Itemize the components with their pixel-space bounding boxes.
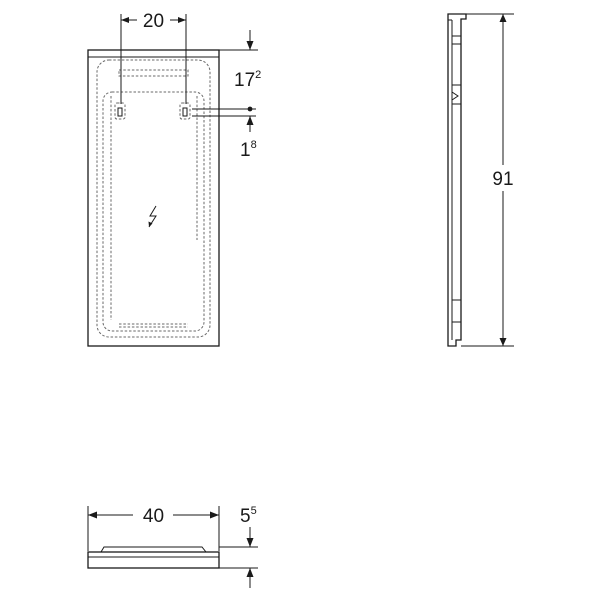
side-profile: [447, 13, 467, 347]
front-outer-frame: [87, 49, 220, 347]
dim-depth: 55: [219, 505, 258, 588]
dim-label-17-2: 172: [234, 69, 261, 91]
dim-label-40: 40: [143, 506, 164, 527]
lightning-bolt-icon: [148, 205, 157, 228]
front-view: 20 172 18: [87, 9, 261, 347]
dim-bracket-spacing: 20: [120, 9, 187, 104]
dim-width: 40: [87, 504, 220, 551]
top-view: 40 55: [87, 504, 258, 588]
side-view: 91: [447, 13, 524, 347]
dim-bracket-slot: 18: [192, 115, 257, 161]
right-hanging-bracket: [179, 102, 191, 120]
dim-height: 91: [461, 13, 524, 347]
front-led-outline: [96, 59, 211, 338]
dim-label-91: 91: [492, 169, 513, 190]
dim-label-20: 20: [143, 11, 164, 32]
dim-label-5-5: 55: [240, 505, 257, 527]
dim-label-1-8: 18: [240, 139, 257, 161]
left-hanging-bracket: [114, 102, 126, 120]
dim-top-to-bracket: 172: [192, 30, 261, 112]
front-top-light-strip: [118, 69, 189, 77]
front-led-inner-outline: [102, 91, 205, 332]
top-profile: [87, 551, 220, 569]
